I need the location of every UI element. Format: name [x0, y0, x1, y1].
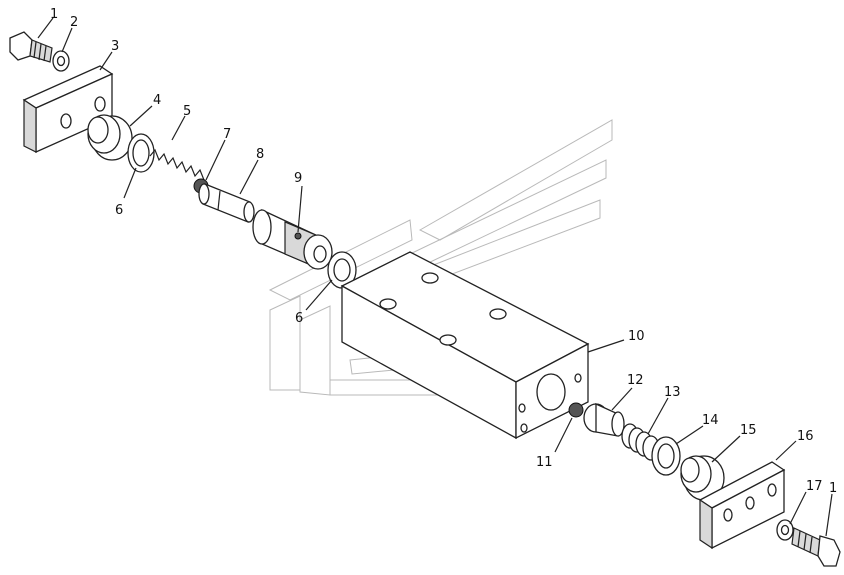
pin: [198, 183, 255, 223]
plug-right: [680, 455, 725, 501]
callout-6-upper: 6: [115, 203, 123, 218]
o-ring-right: [651, 436, 681, 476]
washer-bottom-right: [776, 519, 794, 541]
spring-upper: [149, 148, 205, 181]
callout-1-top: 1: [50, 7, 58, 22]
o-ring-upper: [127, 133, 155, 173]
callout-16: 16: [797, 429, 814, 444]
end-plate-right: [698, 461, 786, 550]
callout-2: 2: [70, 15, 78, 30]
callout-12: 12: [627, 373, 644, 388]
callout-14: 14: [702, 413, 719, 428]
callout-11: 11: [536, 455, 553, 470]
callout-1-bottom: 1: [829, 481, 837, 496]
spool-sleeve: [252, 208, 333, 270]
callout-17: 17: [806, 479, 823, 494]
callout-9: 9: [294, 171, 302, 186]
callout-labels: 1 2 3 4 5 6 7 8 9 6 10 11 12 13 14 15 16…: [50, 7, 837, 496]
spring-lower: [621, 423, 660, 461]
callout-13: 13: [664, 385, 681, 400]
callout-7: 7: [223, 127, 231, 142]
callout-5: 5: [183, 104, 191, 119]
callout-15: 15: [740, 423, 757, 438]
leader-lines: [37, 17, 833, 537]
callout-8: 8: [256, 147, 264, 162]
valve-body: [340, 251, 590, 440]
callout-10: 10: [628, 329, 645, 344]
bolt-top-left: [9, 31, 53, 63]
callout-4: 4: [153, 93, 161, 108]
callout-3: 3: [111, 39, 119, 54]
seat: [583, 402, 625, 437]
ball-lower: [568, 402, 584, 418]
washer-top-left: [52, 50, 70, 72]
plug-left: [87, 114, 133, 161]
bolt-bottom-right: [791, 527, 841, 567]
callout-6-lower: 6: [295, 311, 303, 326]
